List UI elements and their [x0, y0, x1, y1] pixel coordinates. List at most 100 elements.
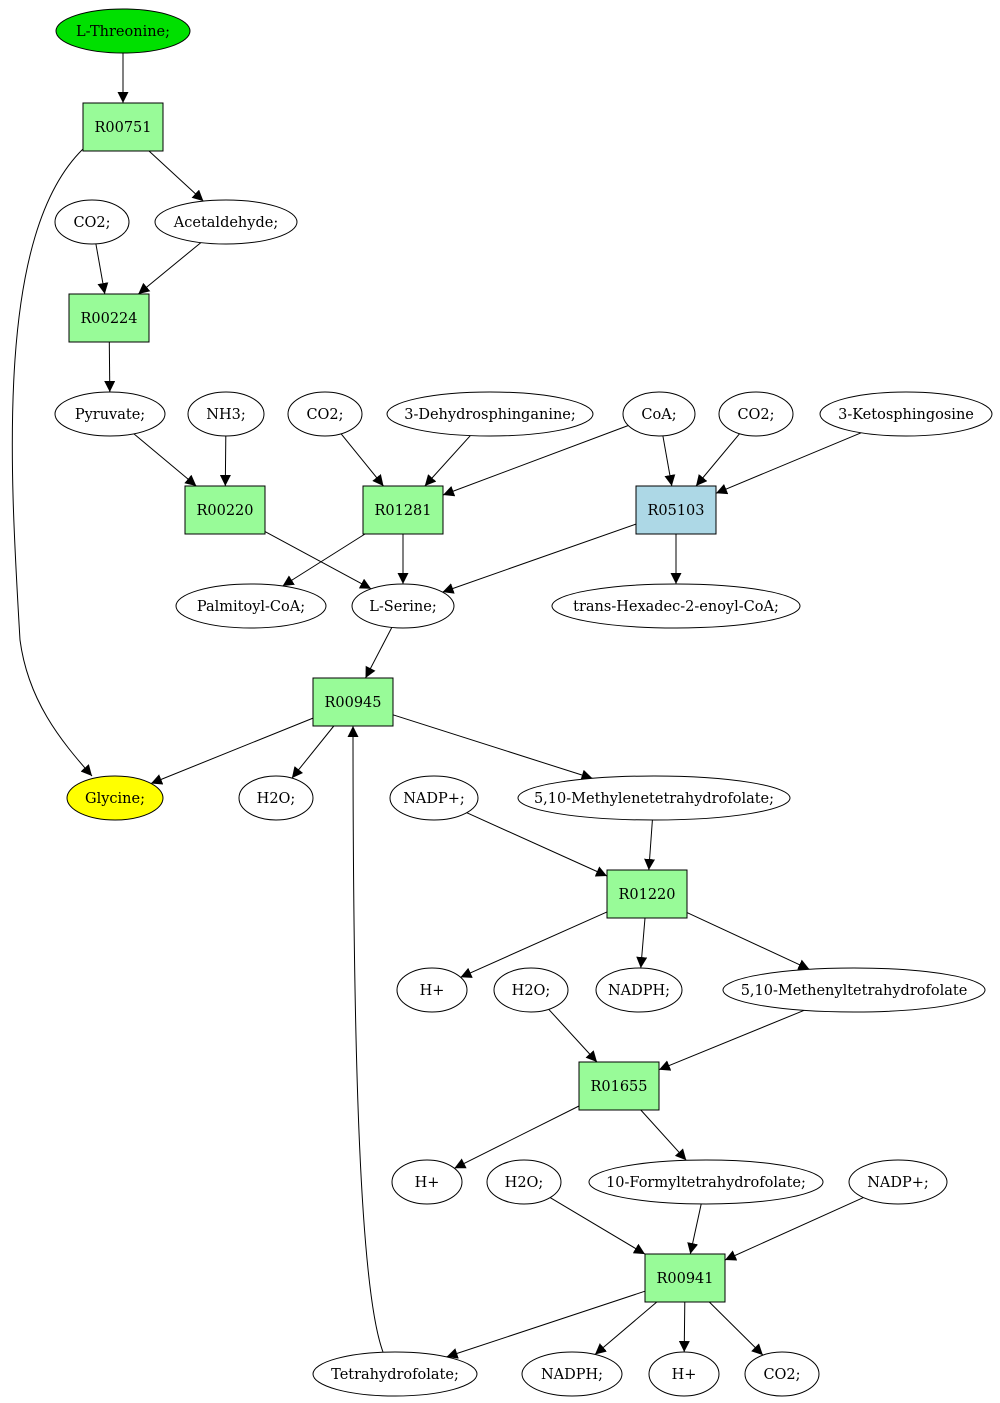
edge-r_00945-to-n_h2o_a	[291, 725, 335, 779]
node-label: NADPH;	[608, 983, 670, 999]
edge-r_01220-to-n_h_a	[460, 911, 608, 978]
node-label: R00751	[94, 120, 151, 136]
compound-node-n_thf[interactable]: Tetrahydrofolate;	[312, 1351, 478, 1397]
reaction-node-r_00941[interactable]: R00941	[644, 1253, 726, 1303]
reaction-node-r_00220[interactable]: R00220	[184, 485, 266, 535]
edge-n_menthf-to-r_01655	[658, 1009, 805, 1071]
edge-n_pyr-to-r_00220	[133, 433, 197, 487]
node-label: NADPH;	[541, 1367, 603, 1383]
compound-node-n_ser[interactable]: L-Serine;	[351, 583, 455, 629]
edge-n_co2_c-to-r_05103	[695, 433, 740, 487]
compound-node-n_nadp_a[interactable]: NADP+;	[389, 775, 479, 821]
compound-node-n_acet[interactable]: Acetaldehyde;	[154, 199, 298, 245]
compound-ellipse	[819, 391, 993, 437]
edge-n_co2_b-to-r_01281	[340, 433, 384, 487]
edge-r_01281-to-n_palm	[282, 533, 366, 587]
compound-ellipse	[848, 1159, 948, 1205]
compound-ellipse	[486, 1159, 562, 1205]
edge-r_01220-to-n_menthf	[686, 912, 810, 970]
compound-node-n_co2_b[interactable]: CO2;	[287, 391, 363, 437]
edge-n_h2o_c-to-r_00941	[549, 1197, 646, 1255]
edge-r_01655-to-n_h_b	[454, 1105, 580, 1169]
compound-node-n_thr[interactable]: L-Threonine;	[55, 8, 191, 54]
edge-n_thf-to-r_00945	[347, 725, 384, 1353]
edge-r_00945-to-n_gly	[150, 717, 314, 785]
compound-ellipse	[187, 391, 265, 437]
compound-node-n_nadp_b[interactable]: NADP+;	[848, 1159, 948, 1205]
node-label: Pyruvate;	[75, 407, 145, 423]
compound-ellipse	[389, 775, 479, 821]
compound-node-n_co2_a[interactable]: CO2;	[54, 199, 130, 245]
node-label: CO2;	[737, 407, 774, 423]
compound-node-n_h_b[interactable]: H+	[391, 1159, 463, 1205]
edge-r_00224-to-n_pyr	[104, 341, 116, 393]
reaction-node-r_01220[interactable]: R01220	[606, 869, 688, 919]
edge-n_coa-to-r_01281	[442, 425, 629, 497]
node-label: 3-Ketosphingosine	[838, 407, 974, 423]
node-label: R00224	[80, 311, 137, 327]
reaction-box	[82, 102, 164, 152]
reaction-node-r_00945[interactable]: R00945	[312, 677, 394, 727]
compound-node-n_menthf[interactable]: 5,10-Methenyltetrahydrofolate	[722, 967, 986, 1013]
compound-node-n_gly[interactable]: Glycine;	[66, 775, 164, 821]
compound-node-n_co2_c[interactable]: CO2;	[718, 391, 794, 437]
compound-node-n_h2o_b[interactable]: H2O;	[493, 967, 569, 1013]
compound-node-n_h2o_c[interactable]: H2O;	[486, 1159, 562, 1205]
compound-node-n_pyr[interactable]: Pyruvate;	[54, 391, 166, 437]
node-label: Glycine;	[85, 791, 145, 807]
node-label: R01281	[374, 503, 431, 519]
compound-ellipse	[722, 967, 986, 1013]
node-label: 5,10-Methenyltetrahydrofolate	[741, 983, 968, 999]
node-label: H2O;	[257, 791, 296, 807]
compound-ellipse	[622, 391, 696, 437]
compound-node-n_nh3[interactable]: NH3;	[187, 391, 265, 437]
reaction-box	[635, 485, 717, 535]
edge-n_coa-to-r_05103	[662, 435, 676, 487]
compound-ellipse	[517, 775, 791, 821]
reaction-node-r_05103[interactable]: R05103	[635, 485, 717, 535]
edge-r_00941-to-n_co2_d	[708, 1301, 764, 1356]
compound-node-n_palm[interactable]: Palmitoyl-CoA;	[175, 583, 327, 629]
node-label: R05103	[647, 503, 704, 519]
reaction-box	[312, 677, 394, 727]
node-label: CO2;	[73, 215, 110, 231]
node-label: R01655	[590, 1079, 647, 1095]
node-label: 3-Dehydrosphinganine;	[404, 407, 576, 423]
compound-node-n_3dh[interactable]: 3-Dehydrosphinganine;	[386, 391, 594, 437]
node-label: H+	[420, 983, 445, 999]
node-label: H+	[415, 1175, 440, 1191]
compound-node-n_mthf[interactable]: 5,10-Methylenetetrahydrofolate;	[517, 775, 791, 821]
node-label: R00941	[656, 1271, 713, 1287]
edge-r_00220-to-n_ser	[264, 531, 372, 590]
compound-node-n_h_c[interactable]: H+	[648, 1351, 720, 1397]
compound-node-n_3ks[interactable]: 3-Ketosphingosine	[819, 391, 993, 437]
node-label: CO2;	[306, 407, 343, 423]
node-label: Tetrahydrofolate;	[331, 1367, 459, 1383]
compound-ellipse	[551, 583, 801, 629]
node-label: H2O;	[512, 983, 551, 999]
compound-node-n_thex[interactable]: trans-Hexadec-2-enoyl-CoA;	[551, 583, 801, 629]
compound-node-n_coa[interactable]: CoA;	[622, 391, 696, 437]
compound-ellipse	[54, 391, 166, 437]
compound-ellipse	[718, 391, 794, 437]
edge-r_00751-to-n_gly	[11, 148, 93, 777]
compound-node-n_fthf[interactable]: 10-Formyltetrahydrofolate;	[588, 1159, 824, 1205]
edge-r_01655-to-n_fthf	[640, 1109, 687, 1161]
compound-node-n_h_a[interactable]: H+	[396, 967, 468, 1013]
node-label: Acetaldehyde;	[173, 215, 278, 231]
edge-n_acet-to-r_00224	[137, 242, 202, 295]
reaction-box	[578, 1061, 660, 1111]
edge-r_00751-to-n_acet	[148, 150, 204, 202]
compound-node-n_nadph_a[interactable]: NADPH;	[595, 967, 683, 1013]
compound-ellipse	[154, 199, 298, 245]
reaction-node-r_01281[interactable]: R01281	[362, 485, 444, 535]
compound-ellipse	[493, 967, 569, 1013]
compound-node-n_nadph_b[interactable]: NADPH;	[521, 1351, 623, 1397]
compound-ellipse	[66, 775, 164, 821]
reaction-node-r_00751[interactable]: R00751	[82, 102, 164, 152]
node-label: NADP+;	[867, 1175, 929, 1191]
compound-node-n_h2o_a[interactable]: H2O;	[238, 775, 314, 821]
compound-node-n_co2_d[interactable]: CO2;	[744, 1351, 820, 1397]
reaction-node-r_00224[interactable]: R00224	[68, 293, 150, 343]
reaction-node-r_01655[interactable]: R01655	[578, 1061, 660, 1111]
